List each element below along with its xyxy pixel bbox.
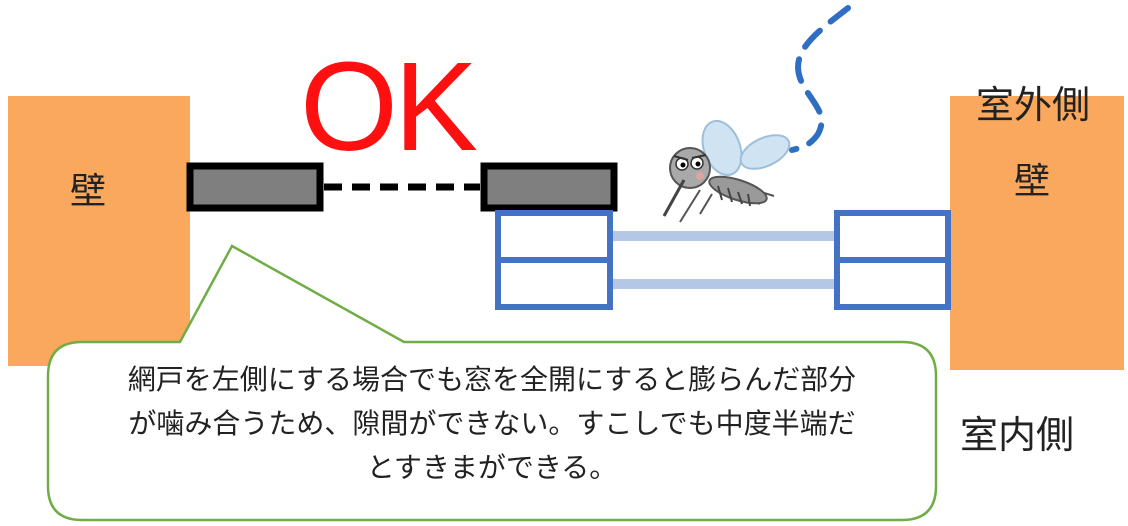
screen-frame-left: [186, 162, 324, 212]
window-sash-left: [495, 210, 613, 310]
callout-line-3: とすきまができる。: [366, 451, 618, 484]
wall-right: 壁: [950, 96, 1124, 370]
callout-line-2: が噛み合うため、隙間ができない。すこしでも中度半端だ: [128, 407, 856, 440]
screen-frame-right: [480, 162, 618, 212]
wall-left: 壁: [8, 96, 190, 366]
dashed-flight-path: [789, 5, 851, 153]
mosquito-icon: [662, 119, 791, 223]
wall-left-label: 壁: [70, 171, 107, 212]
callout-line-1: 網戸を左側にする場合でも窓を全開にすると膨らんだ部分: [127, 363, 857, 396]
wall-right-label: 壁: [1014, 161, 1051, 202]
callout-text: 網戸を左側にする場合でも窓を全開にすると膨らんだ部分 が噛み合うため、隙間ができ…: [52, 358, 932, 490]
outdoor-side-label: 室外側: [976, 83, 1091, 127]
callout-balloon: [46, 244, 938, 522]
ok-label: OK: [300, 36, 478, 177]
indoor-side-label: 室内側: [960, 413, 1075, 457]
window-sash-right: [834, 210, 951, 310]
